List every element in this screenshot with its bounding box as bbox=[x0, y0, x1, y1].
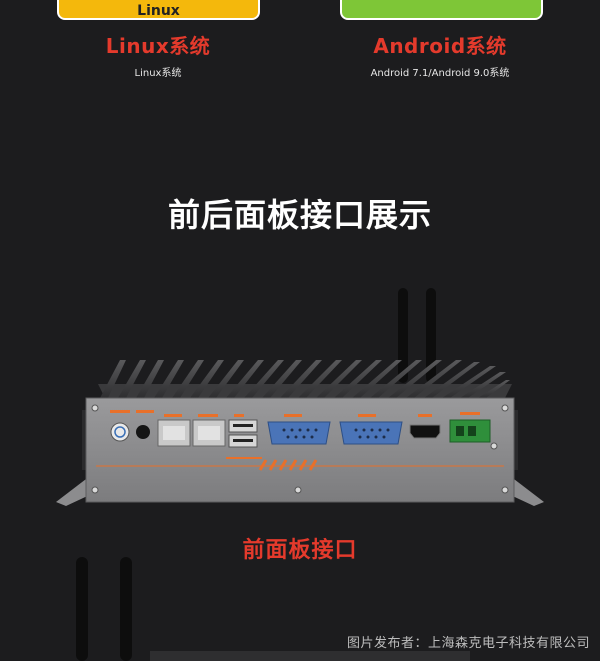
linux-title: Linux系统 bbox=[105, 34, 211, 58]
orange-stripe bbox=[96, 457, 504, 471]
antenna-icon bbox=[398, 288, 436, 383]
section-title: 前后面板接口展示 bbox=[167, 196, 432, 234]
device-front-illustration bbox=[56, 288, 544, 506]
reset-button-icon bbox=[136, 425, 150, 439]
android-subtitle: Android 7.1/Android 9.0系统 bbox=[370, 68, 510, 79]
power-button-icon bbox=[110, 422, 130, 442]
db9-serial-port-icon bbox=[267, 421, 403, 445]
heatsink-fins bbox=[98, 360, 512, 398]
linux-subtitle: Linux系统 bbox=[134, 68, 182, 79]
front-panel-caption: 前面板接口 bbox=[242, 538, 358, 563]
android-card bbox=[340, 0, 543, 20]
linux-card-label: Linux bbox=[137, 3, 180, 19]
usb-port-icon bbox=[228, 419, 258, 448]
watermark: 图片发布者：上海森克电子科技有限公司 bbox=[346, 636, 590, 651]
hdmi-port-icon bbox=[409, 424, 441, 439]
android-title: Android系统 bbox=[373, 34, 507, 58]
phoenix-terminal-icon bbox=[449, 419, 491, 443]
antenna-icon bbox=[76, 557, 132, 661]
rj45-port-icon bbox=[157, 419, 226, 447]
device-rear-illustration bbox=[76, 557, 470, 661]
linux-card: Linux bbox=[57, 0, 260, 20]
